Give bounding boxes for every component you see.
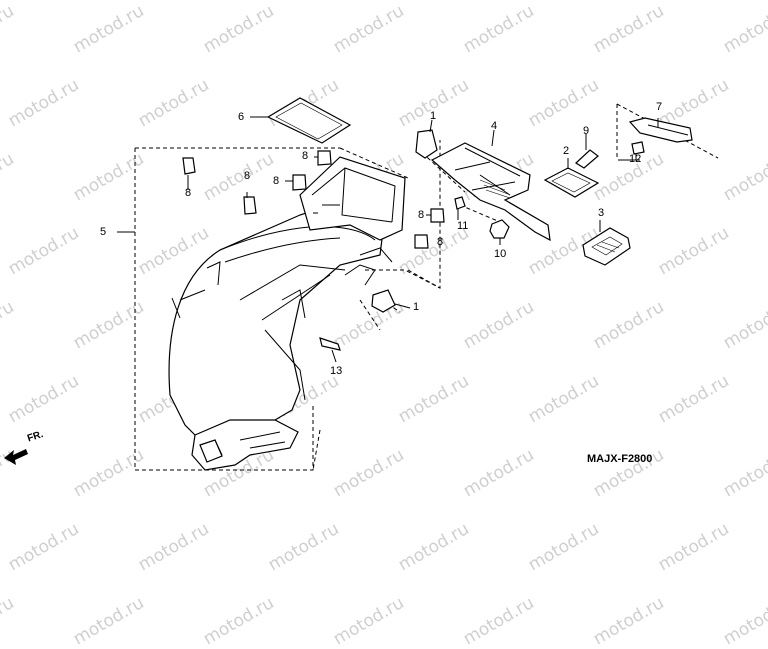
watermark-text: motod.ru bbox=[460, 593, 538, 649]
callout-8-e: 8 bbox=[418, 209, 425, 221]
callout-4: 4 bbox=[491, 120, 498, 132]
callout-5: 5 bbox=[100, 226, 107, 238]
part-7-clip bbox=[628, 117, 693, 143]
part-1-bracket-lower bbox=[371, 289, 396, 313]
callout-7: 7 bbox=[656, 101, 663, 113]
part-12-screw bbox=[631, 141, 645, 155]
callout-12: 12 bbox=[629, 153, 642, 165]
part-8-clip-b bbox=[243, 196, 257, 215]
callout-6: 6 bbox=[238, 111, 245, 123]
part-13-bolt bbox=[319, 337, 341, 351]
part-8-clip-d bbox=[292, 174, 307, 191]
part-2-reflector bbox=[543, 167, 600, 198]
part-5-rear-fender bbox=[168, 156, 406, 471]
part-8-clip-e bbox=[430, 208, 445, 223]
callout-3: 3 bbox=[598, 207, 605, 219]
part-8-clip-c bbox=[317, 150, 332, 166]
diagram-code: MAJX-F2800 bbox=[587, 453, 653, 465]
part-4-license-bracket bbox=[430, 142, 551, 242]
leader-lines-dashed bbox=[359, 147, 501, 331]
callout-8-c: 8 bbox=[302, 150, 309, 162]
callout-10: 10 bbox=[494, 248, 507, 260]
diagram-drawing bbox=[4, 97, 719, 471]
callout-8-a: 8 bbox=[185, 187, 192, 199]
watermark-text: motod.ru bbox=[590, 593, 668, 649]
watermark-text: motod.ru bbox=[330, 593, 408, 649]
callout-13: 13 bbox=[330, 365, 343, 377]
front-arrow-icon bbox=[4, 449, 28, 465]
callout-2: 2 bbox=[563, 145, 570, 157]
assembly-frame-lower bbox=[312, 269, 441, 471]
callout-1-lower: 1 bbox=[413, 301, 420, 313]
part-8-clip-f bbox=[414, 234, 429, 249]
part-1-bracket-upper bbox=[415, 129, 438, 159]
part-11-collar bbox=[454, 196, 466, 210]
part-10-nut bbox=[489, 219, 510, 239]
watermark-text: motod.ru bbox=[70, 593, 148, 649]
callout-8-f: 8 bbox=[437, 236, 444, 248]
callout-1-upper: 1 bbox=[430, 110, 437, 122]
callout-11: 11 bbox=[457, 220, 469, 232]
watermark-text: motod.ru bbox=[720, 593, 768, 649]
callout-8-d: 8 bbox=[273, 175, 280, 187]
part-6-plate bbox=[266, 97, 352, 144]
part-8-clip-a bbox=[182, 157, 196, 175]
part-9-bolt bbox=[575, 149, 599, 169]
part-3-license-light bbox=[582, 227, 631, 266]
callout-9: 9 bbox=[583, 125, 590, 137]
watermark-text: motod.ru bbox=[200, 593, 278, 649]
callout-8-b: 8 bbox=[244, 170, 251, 182]
watermark-text: motod.ru bbox=[0, 593, 18, 649]
